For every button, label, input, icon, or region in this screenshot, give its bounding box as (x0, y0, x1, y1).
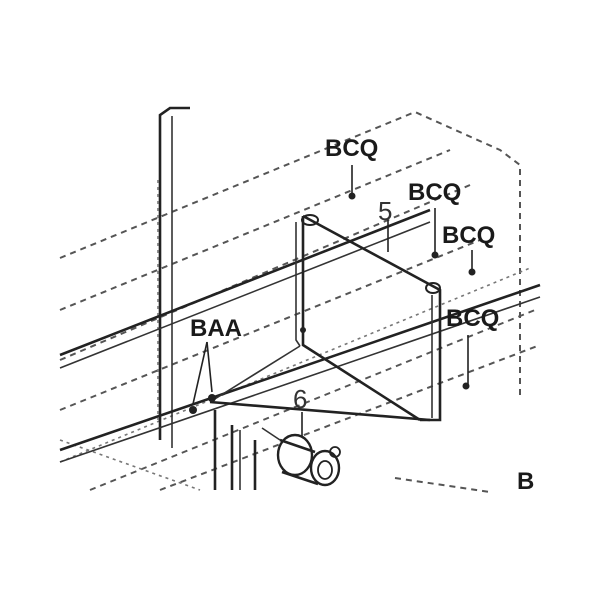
valve-cap-inner (317, 460, 333, 480)
dashed-top-panel (59, 110, 521, 400)
screw-mid-head (431, 251, 439, 259)
post-outline-left (158, 106, 190, 440)
dashed-line-7 (394, 477, 491, 493)
bracket-rivet (300, 327, 306, 333)
screw-lower-head (462, 382, 470, 390)
screw-right-head (468, 268, 476, 276)
bracket-foot-left (209, 345, 301, 403)
bracket-left (301, 216, 421, 422)
bracket-base (209, 400, 431, 422)
valve-body-edge-top (279, 438, 316, 454)
dashed-line-1 (59, 149, 451, 311)
dashed-line-6 (159, 344, 541, 491)
bracket-frame (209, 214, 442, 422)
bracket-hole-top (301, 214, 319, 226)
valve-knob (329, 446, 341, 458)
label-edge-b: B (517, 468, 534, 495)
valve-cap (309, 449, 341, 487)
screw-baa-right (208, 394, 216, 402)
label-bcq-right: BCQ (442, 222, 495, 249)
leader-baa-right (206, 341, 213, 393)
leader-baa-left (192, 341, 208, 405)
background-dashed-outlines (59, 110, 541, 493)
screws (189, 165, 476, 414)
label-bcq-top: BCQ (325, 135, 378, 162)
dashed-line-8 (59, 439, 201, 491)
rail-upper-lower-edge (59, 221, 431, 369)
label-bcq-lower: BCQ (446, 305, 499, 332)
vertical-post (157, 106, 190, 448)
dashed-line-4 (59, 267, 531, 463)
valve-assembly (213, 410, 341, 490)
screw-top-head (348, 192, 356, 200)
bracket-left-inner (295, 222, 301, 347)
label-baa: BAA (190, 315, 242, 342)
valve-neck-top (261, 427, 281, 441)
dashed-line-5 (89, 309, 536, 491)
label-part-5: 5 (378, 196, 392, 226)
label-part-6: 6 (293, 384, 307, 414)
valve-body-edge-bottom (281, 470, 319, 486)
rail-upper (59, 208, 431, 357)
label-bcq-mid: BCQ (408, 179, 461, 206)
rails (59, 208, 541, 463)
bracket-hole-right (425, 282, 441, 294)
screw-baa-left (189, 406, 197, 414)
leader-lines (192, 220, 389, 440)
dashed-line-2 (59, 184, 471, 361)
rail-lower (59, 283, 541, 452)
rail-lower-edge (59, 296, 541, 463)
dashed-line-3 (59, 239, 481, 411)
